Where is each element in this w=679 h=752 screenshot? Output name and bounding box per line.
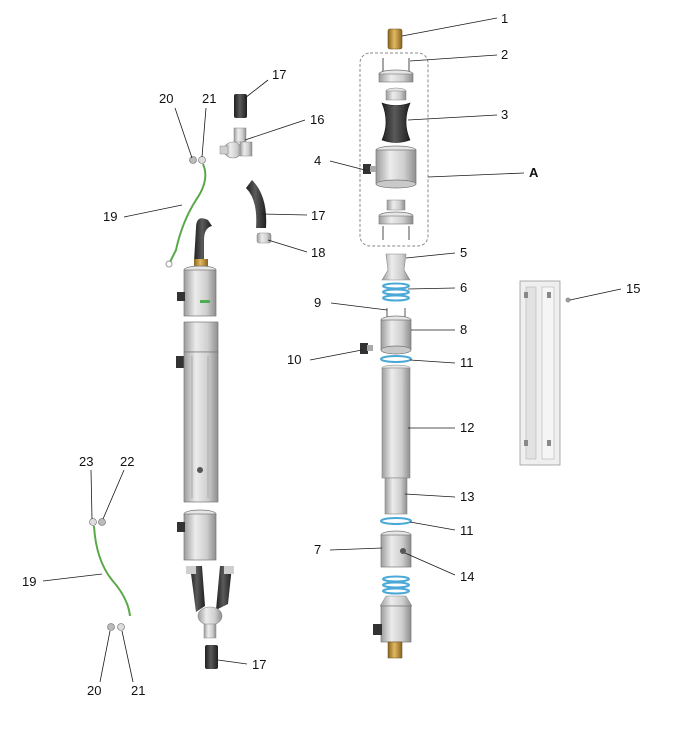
part-hose-upper-elbow: [194, 218, 212, 262]
callout-14: 14: [460, 569, 475, 584]
part-lower-housing: [177, 509, 217, 561]
part-o-ring-11-top: [380, 355, 412, 363]
callout-2: 2: [501, 47, 509, 62]
callout-13: 13: [460, 489, 475, 504]
right-assembly: [359, 28, 429, 659]
part-nozzle: [381, 253, 411, 281]
callout-A: A: [529, 165, 539, 180]
part-upper-housing: [177, 259, 217, 317]
part-small-valve-10: [360, 343, 373, 354]
callout-21-bottom: 21: [131, 683, 146, 698]
callout-19-bottom: 19: [22, 574, 37, 589]
callout-20-top: 20: [159, 91, 174, 106]
callout-22: 22: [120, 454, 135, 469]
part-mounting-bracket-15: [519, 280, 571, 466]
part-lower-body-7: [380, 530, 412, 568]
part-lower-rings: [382, 575, 410, 595]
part-ground-wire-19-lower: [93, 525, 131, 617]
part-hose-17-bottom: [205, 645, 218, 669]
callout-4: 4: [314, 153, 322, 168]
callout-23: 23: [79, 454, 94, 469]
part-lower-y-hoses: [186, 566, 234, 639]
part-small-valve-4: [363, 164, 376, 174]
callout-11-bottom: 11: [460, 523, 474, 538]
part-screws-top: [189, 156, 206, 164]
part-inner-tube-13: [384, 477, 408, 515]
callout-15: 15: [626, 281, 641, 296]
part-screws-lower: [89, 518, 106, 526]
callout-6: 6: [460, 280, 468, 295]
part-o-rings-6: [382, 282, 410, 302]
part-main-cylinder: [176, 321, 219, 503]
callout-17-mid: 17: [311, 208, 326, 223]
callout-8: 8: [460, 322, 468, 337]
part-o-ring-11-bottom: [380, 517, 412, 525]
callout-9: 9: [314, 295, 322, 310]
callout-18: 18: [311, 245, 326, 260]
callout-7: 7: [314, 542, 322, 557]
callout-12: 12: [460, 420, 475, 435]
part-bottom-cap: [378, 199, 414, 240]
part-clamp-18: [256, 232, 272, 244]
part-long-tube-12: [381, 364, 411, 479]
part-lower-block: [373, 595, 413, 659]
part-brass-fitting-top: [387, 28, 403, 50]
callout-17-top: 17: [272, 67, 287, 82]
part-connector-body-8: [380, 308, 412, 355]
part-hose-17-top: [234, 94, 247, 118]
part-rubber-sleeve: [381, 102, 411, 143]
callout-10: 10: [287, 352, 302, 367]
part-screws-bottom: [107, 623, 125, 631]
group-a-box: [359, 52, 429, 247]
part-hose-17-curved: [246, 180, 267, 228]
callout-3: 3: [501, 107, 509, 122]
callout-17-bottom: 17: [252, 657, 267, 672]
part-valve-body: [375, 145, 417, 189]
callout-11-top: 11: [460, 355, 474, 370]
callout-5: 5: [460, 245, 468, 260]
callout-20-bottom: 20: [87, 683, 102, 698]
callout-1: 1: [501, 11, 509, 26]
callout-19-top: 19: [103, 209, 118, 224]
part-top-cap: [378, 58, 414, 101]
leader-lines: [42, 17, 622, 683]
left-assembly: [89, 94, 272, 669]
part-ground-wire-19-top: [169, 163, 207, 263]
part-y-connector-16: [219, 127, 253, 159]
callout-16: 16: [310, 112, 325, 127]
callout-21-top: 21: [202, 91, 217, 106]
